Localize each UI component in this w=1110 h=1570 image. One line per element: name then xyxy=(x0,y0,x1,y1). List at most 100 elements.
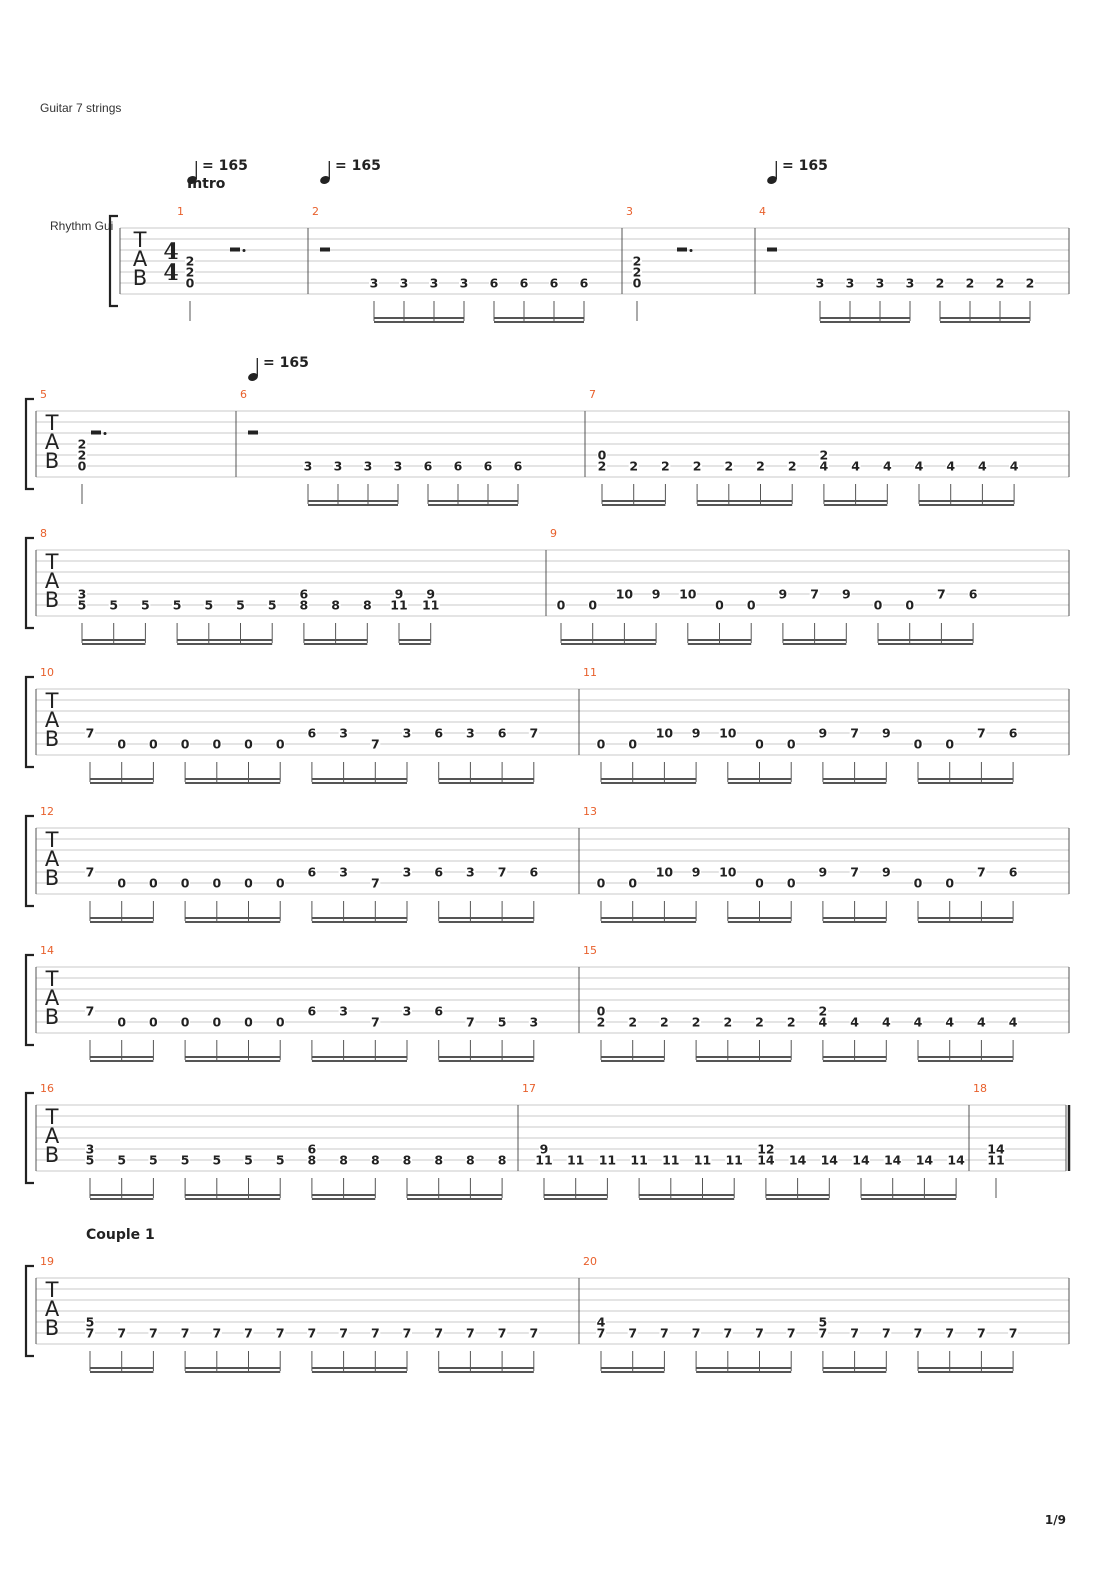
fret-mask xyxy=(172,599,183,611)
fret-number: 5 xyxy=(78,598,87,613)
fret-mask xyxy=(722,1016,733,1028)
fret-mask xyxy=(596,1316,606,1328)
fret-number: 4 xyxy=(978,459,987,474)
fret-mask xyxy=(661,1154,680,1166)
fret-number: 0 xyxy=(597,1004,606,1019)
fret-mask xyxy=(632,266,642,278)
fret-number: 8 xyxy=(339,1153,348,1168)
fret-mask xyxy=(754,1327,765,1339)
beam-secondary xyxy=(185,1198,281,1200)
beam-primary xyxy=(601,1056,665,1058)
fret-number: 12 xyxy=(757,1142,774,1157)
fret-mask xyxy=(976,1327,987,1339)
fret-mask xyxy=(243,1016,254,1028)
fret-number: 2 xyxy=(936,276,945,291)
fret-mask xyxy=(596,738,606,750)
fret-number: 14 xyxy=(789,1153,807,1168)
fret-number: 4 xyxy=(851,459,860,474)
fret-mask xyxy=(850,460,861,472)
fret-number: 3 xyxy=(78,587,87,602)
fret-mask xyxy=(267,599,278,611)
fret-mask xyxy=(849,1016,860,1028)
beam-primary xyxy=(185,1194,281,1196)
measure-number: 10 xyxy=(40,666,54,679)
fret-mask xyxy=(722,1327,733,1339)
fret-number: 5 xyxy=(498,1015,507,1030)
measure-number: 2 xyxy=(312,205,319,218)
fret-number: 9 xyxy=(395,587,404,602)
fret-number: 7 xyxy=(914,1326,923,1341)
fret-number: 3 xyxy=(334,459,343,474)
tab-clef-a: A xyxy=(45,986,60,1010)
fret-number: 9 xyxy=(692,865,701,880)
fret-number: 3 xyxy=(403,1004,412,1019)
fret-mask xyxy=(678,588,697,600)
tempo-marking: = 165 xyxy=(202,158,248,174)
section-label-intro: Intro xyxy=(187,176,226,192)
beam-secondary xyxy=(639,1198,735,1200)
fret-mask xyxy=(243,738,254,750)
fret-number: 4 xyxy=(945,1015,954,1030)
fret-mask xyxy=(116,1327,127,1339)
fret-mask xyxy=(904,599,915,611)
fret-mask xyxy=(402,1327,412,1339)
beam-secondary xyxy=(727,921,792,923)
fret-number: 3 xyxy=(403,865,412,880)
fret-number: 7 xyxy=(244,1326,253,1341)
beam-secondary xyxy=(696,1371,792,1373)
fret-number: 8 xyxy=(300,598,309,613)
beam-primary xyxy=(782,639,847,641)
fret-mask xyxy=(180,738,191,750)
fret-number: 5 xyxy=(212,1153,221,1168)
time-signature-top: 4 xyxy=(163,239,178,265)
fret-number: 7 xyxy=(181,1326,190,1341)
beam-secondary xyxy=(311,921,407,923)
beam-secondary xyxy=(311,1371,407,1373)
fret-number: 5 xyxy=(181,1153,190,1168)
fret-number: 10 xyxy=(719,865,737,880)
fret-mask xyxy=(338,727,349,739)
fret-number: 7 xyxy=(86,1004,95,1019)
fret-mask xyxy=(528,727,539,739)
fret-mask xyxy=(528,1016,539,1028)
fret-mask xyxy=(945,460,956,472)
fret-mask xyxy=(691,727,702,739)
fret-number: 5 xyxy=(141,598,150,613)
beam-primary xyxy=(561,639,657,641)
measure-number: 18 xyxy=(973,1082,987,1095)
fret-number: 6 xyxy=(490,276,499,291)
beam-secondary xyxy=(919,504,1015,506)
fret-number: 5 xyxy=(244,1153,253,1168)
fret-number: 6 xyxy=(969,587,978,602)
beam-secondary xyxy=(374,321,464,323)
rest-dot xyxy=(103,432,107,435)
fret-mask xyxy=(77,449,87,461)
fret-number: 6 xyxy=(520,276,529,291)
fret-mask xyxy=(1008,727,1019,739)
beam-primary xyxy=(407,1194,503,1196)
fret-number: 0 xyxy=(557,598,566,613)
fret-number: 7 xyxy=(1009,1326,1018,1341)
fret-mask xyxy=(298,588,309,600)
fret-mask xyxy=(211,1154,222,1166)
fret-mask xyxy=(787,460,798,472)
fret-number: 3 xyxy=(430,276,439,291)
beam-primary xyxy=(918,917,1014,919)
fret-number: 7 xyxy=(212,1326,221,1341)
fret-number: 7 xyxy=(308,1326,317,1341)
fret-number: 9 xyxy=(692,726,701,741)
tab-clef-b: B xyxy=(45,727,59,751)
tab-clef-t: T xyxy=(45,1278,59,1302)
fret-mask xyxy=(85,1316,95,1328)
measure-number: 16 xyxy=(40,1082,54,1095)
beam-primary xyxy=(765,1194,830,1196)
fret-number: 2 xyxy=(628,1015,637,1030)
fret-mask xyxy=(818,460,829,472)
fret-mask xyxy=(691,1327,702,1339)
fret-number: 7 xyxy=(371,737,380,752)
fret-mask xyxy=(459,277,469,289)
system-bracket xyxy=(24,536,34,630)
fret-mask xyxy=(402,1005,412,1017)
fret-mask xyxy=(841,588,852,600)
tab-clef-b: B xyxy=(45,866,59,890)
